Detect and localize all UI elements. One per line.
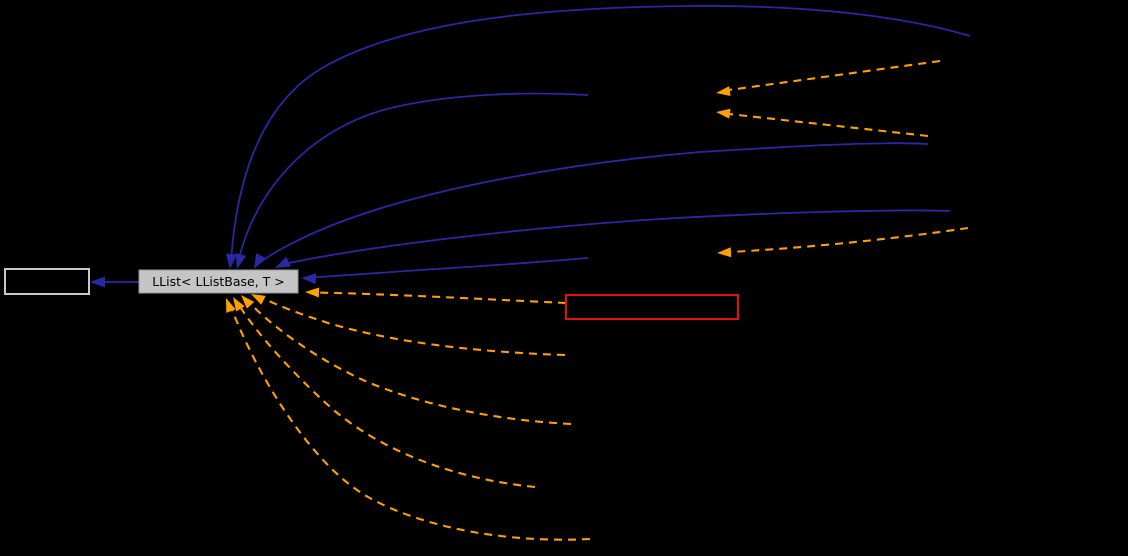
edge-derived-2-arrowhead [235, 253, 247, 269]
edge-derived-3 [256, 142, 929, 266]
edge-main-to-base-arrowhead [90, 276, 105, 288]
alert-node[interactable] [565, 294, 739, 320]
edge-derived-5 [311, 257, 589, 279]
edge-template-fan-2-arrowhead [241, 295, 255, 309]
edge-derived-3-arrowhead [254, 253, 266, 269]
edge-template-fan-4 [230, 306, 591, 541]
edge-template-fan-4-arrowhead [226, 298, 236, 313]
edge-derived-1 [230, 5, 971, 263]
edge-derived-2 [237, 92, 589, 263]
edge-derived-4-arrowhead [275, 256, 291, 268]
main-node[interactable] [138, 269, 299, 294]
edge-template-inst-3 [730, 226, 969, 254]
edge-derived-1-arrowhead [225, 253, 237, 269]
main-node-label: LList< LListBase, T > [152, 274, 285, 289]
edge-template-fan-1 [262, 297, 566, 357]
edge-template-fan-1-arrowhead [251, 294, 266, 305]
edge-template-fan-3-arrowhead [233, 297, 245, 312]
edge-template-inst-1 [728, 59, 941, 92]
edge-template-inst-2 [728, 112, 929, 138]
edge-template-inst-3-arrowhead [717, 247, 732, 258]
edge-derived-5-arrowhead [301, 273, 317, 285]
edge-template-fan-2 [248, 301, 572, 426]
edge-alert-to-main-arrowhead [305, 287, 320, 298]
edge-template-fan-3 [238, 304, 536, 489]
edge-derived-4 [279, 209, 951, 266]
edge-alert-to-main [317, 291, 567, 305]
edge-template-inst-1-arrowhead [716, 86, 731, 97]
edge-template-inst-2-arrowhead [716, 108, 731, 119]
base-node[interactable] [4, 268, 90, 295]
